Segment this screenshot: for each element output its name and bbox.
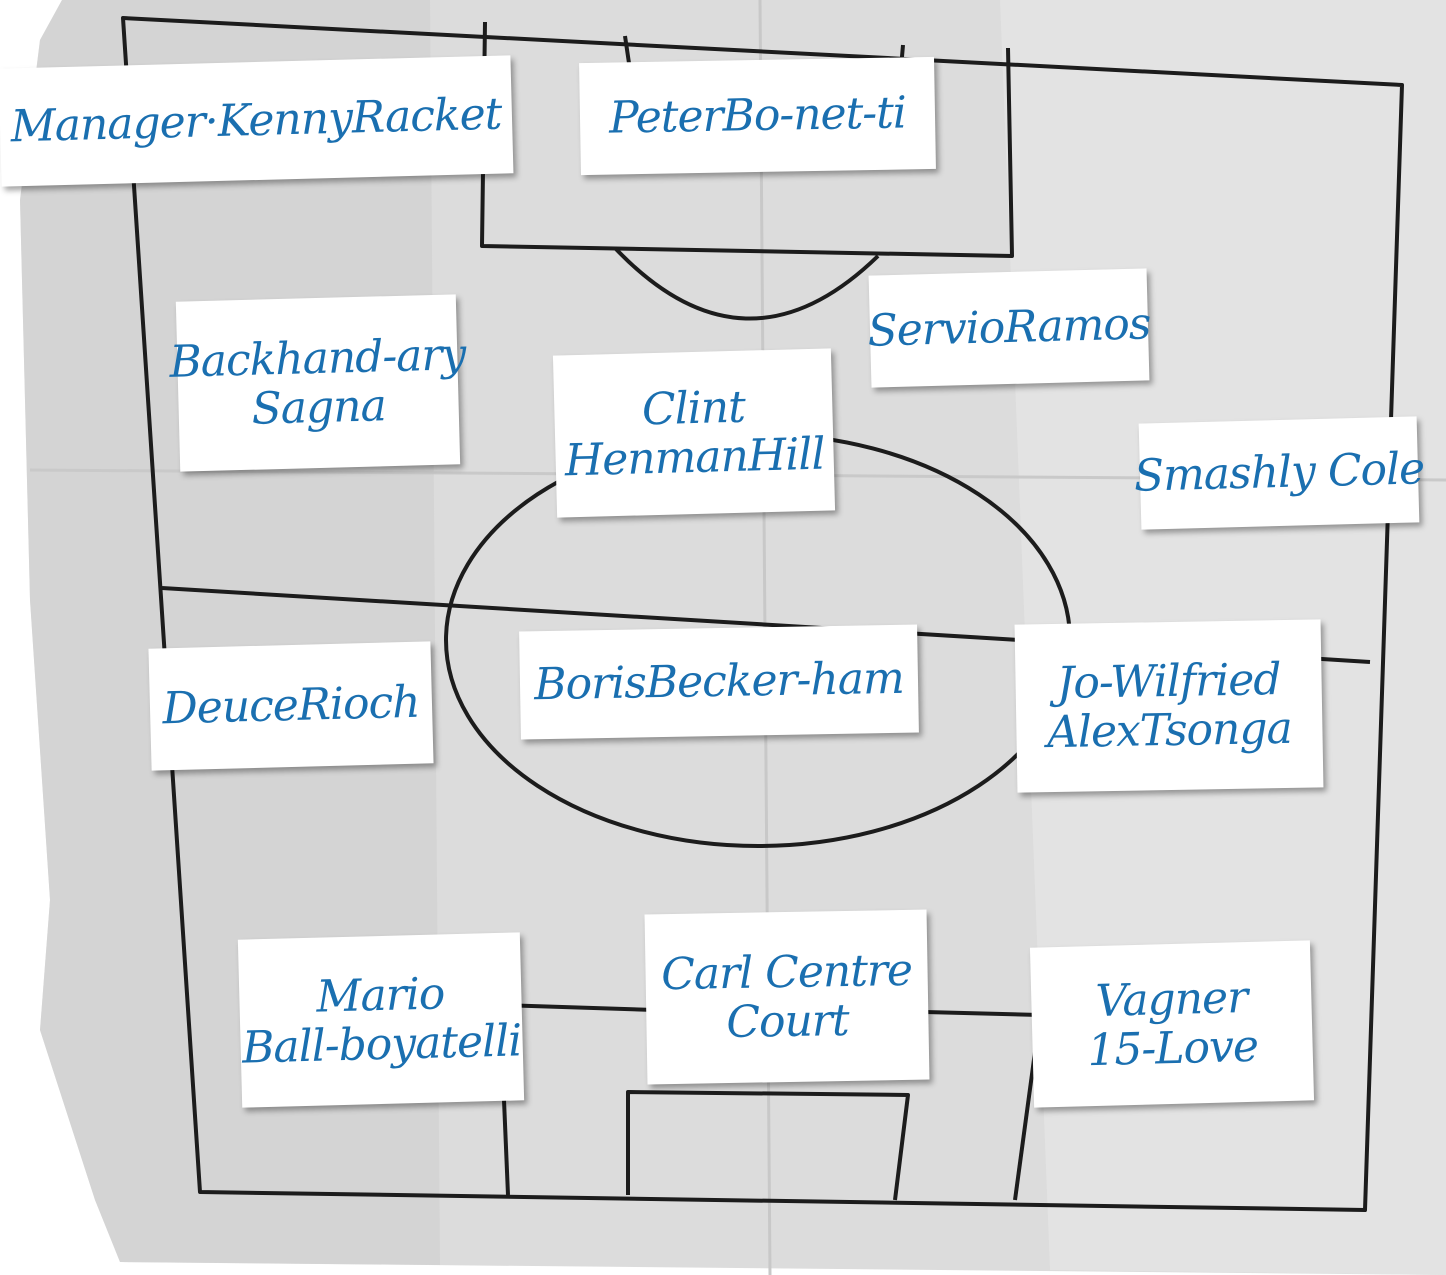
player-name-line-1: Backhand-ary (168, 328, 466, 388)
player-card-carl: Carl Centre Court (644, 909, 930, 1085)
player-card-mario: Mario Ball-boyatelli (237, 932, 525, 1108)
top-penalty-arc (613, 246, 880, 321)
player-name-line-1: Mario (315, 968, 445, 1023)
bottom-penalty-top-left (499, 1003, 656, 1012)
player-card-deuce: DeuceRioch (148, 641, 434, 771)
manager-name: Manager·KennyRacket (10, 88, 502, 153)
player-name: Smashly Cole (1133, 443, 1425, 503)
player-name-line-2: Sagna (250, 380, 387, 435)
player-card-jo: Jo-Wilfried AlexTsonga (1014, 619, 1324, 793)
pitch-outline (121, 16, 1404, 1212)
player-name-line-2: HenmanHill (564, 428, 826, 487)
player-name: ServioRamos (866, 298, 1152, 358)
player-name: DeuceRioch (161, 677, 421, 735)
player-name-line-1: Clint (641, 381, 746, 436)
player-card-vagner: Vagner 15-Love (1029, 940, 1315, 1108)
player-name-line-2: Ball-boyatelli (241, 1015, 522, 1074)
bottom-six-yard-box (626, 1090, 910, 1201)
goalkeeper-card: PeterBo-net-ti (579, 56, 936, 176)
player-name-line-1: Carl Centre (660, 944, 913, 1000)
player-card-clint: Clint HenmanHill (552, 348, 836, 518)
manager-card: Manager·KennyRacket (0, 55, 514, 187)
player-name-line-2: 15-Love (1086, 1020, 1259, 1077)
player-card-servio: ServioRamos (866, 268, 1152, 388)
player-name-line-2: AlexTsonga (1046, 702, 1293, 759)
player-name: BorisBecker-ham (533, 653, 905, 711)
player-card-smashly: Smashly Cole (1133, 416, 1425, 530)
player-card-boris: BorisBecker-ham (519, 624, 919, 740)
player-name-line-1: Vagner (1094, 971, 1248, 1027)
player-name-line-2: Court (725, 994, 849, 1049)
player-card-backhand: Backhand-ary Sagna (169, 294, 466, 472)
bottom-penalty-top-right (924, 1010, 1041, 1017)
goalkeeper-name: PeterBo-net-ti (608, 87, 907, 144)
player-name-line-1: Jo-Wilfried (1056, 653, 1281, 709)
